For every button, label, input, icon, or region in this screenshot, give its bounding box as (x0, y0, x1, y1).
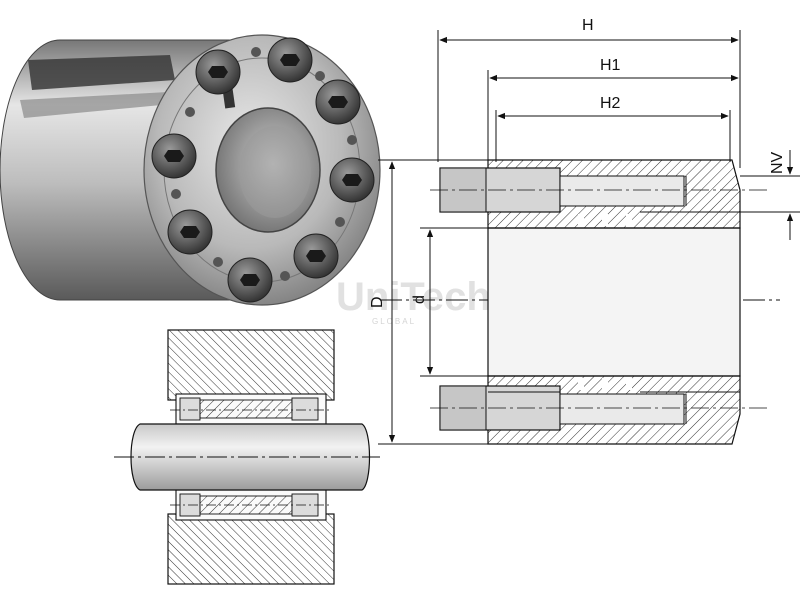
product-render (0, 34, 381, 306)
dim-label-NV: NV (769, 151, 786, 174)
dim-label-d: d (411, 295, 428, 304)
dim-label-D: D (369, 296, 386, 308)
dim-label-H2: H2 (600, 95, 621, 112)
installation-section (114, 329, 380, 585)
watermark-text: UniTech (336, 275, 491, 319)
section-view (380, 159, 780, 445)
watermark-subtext: GLOBAL (372, 317, 416, 326)
dim-label-H1: H1 (600, 57, 621, 74)
dim-label-H: H (582, 17, 594, 34)
dimension-lines (378, 30, 800, 445)
bolt-head-icon (151, 37, 375, 303)
